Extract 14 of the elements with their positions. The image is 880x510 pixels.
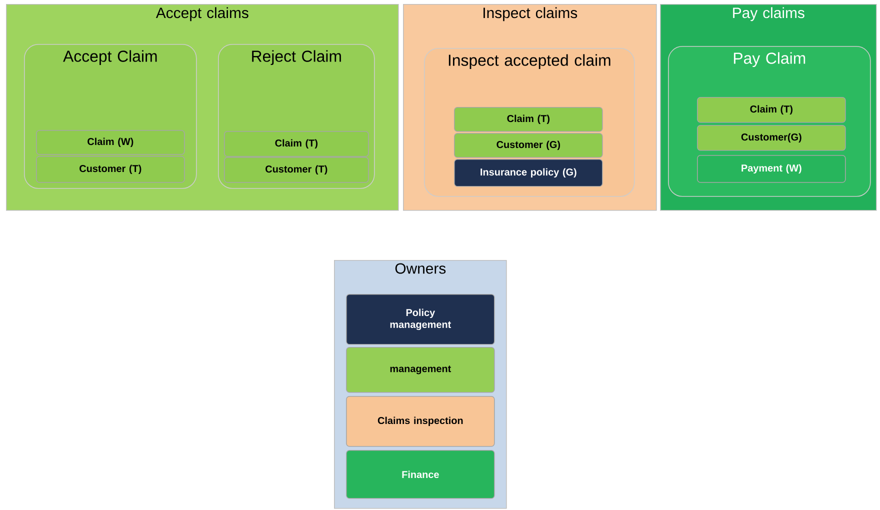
data-box: Customer (T) <box>224 157 369 183</box>
data-box: Policy management <box>346 294 495 345</box>
data-box: management <box>346 347 495 393</box>
data-box: Claim (T) <box>224 131 369 157</box>
data-box: Claim (W) <box>36 130 185 155</box>
data-box: Customer (T) <box>36 156 185 183</box>
data-box: Insurance policy (G) <box>454 159 603 187</box>
data-box: Claim (T) <box>454 107 603 132</box>
data-box: Customer (G) <box>454 133 603 158</box>
data-box: Claim (T) <box>697 97 846 123</box>
data-box: Claims inspection <box>346 396 495 447</box>
data-box: Finance <box>346 450 495 499</box>
data-box: Payment (W) <box>697 155 846 183</box>
data-box: Customer(G) <box>697 125 846 151</box>
